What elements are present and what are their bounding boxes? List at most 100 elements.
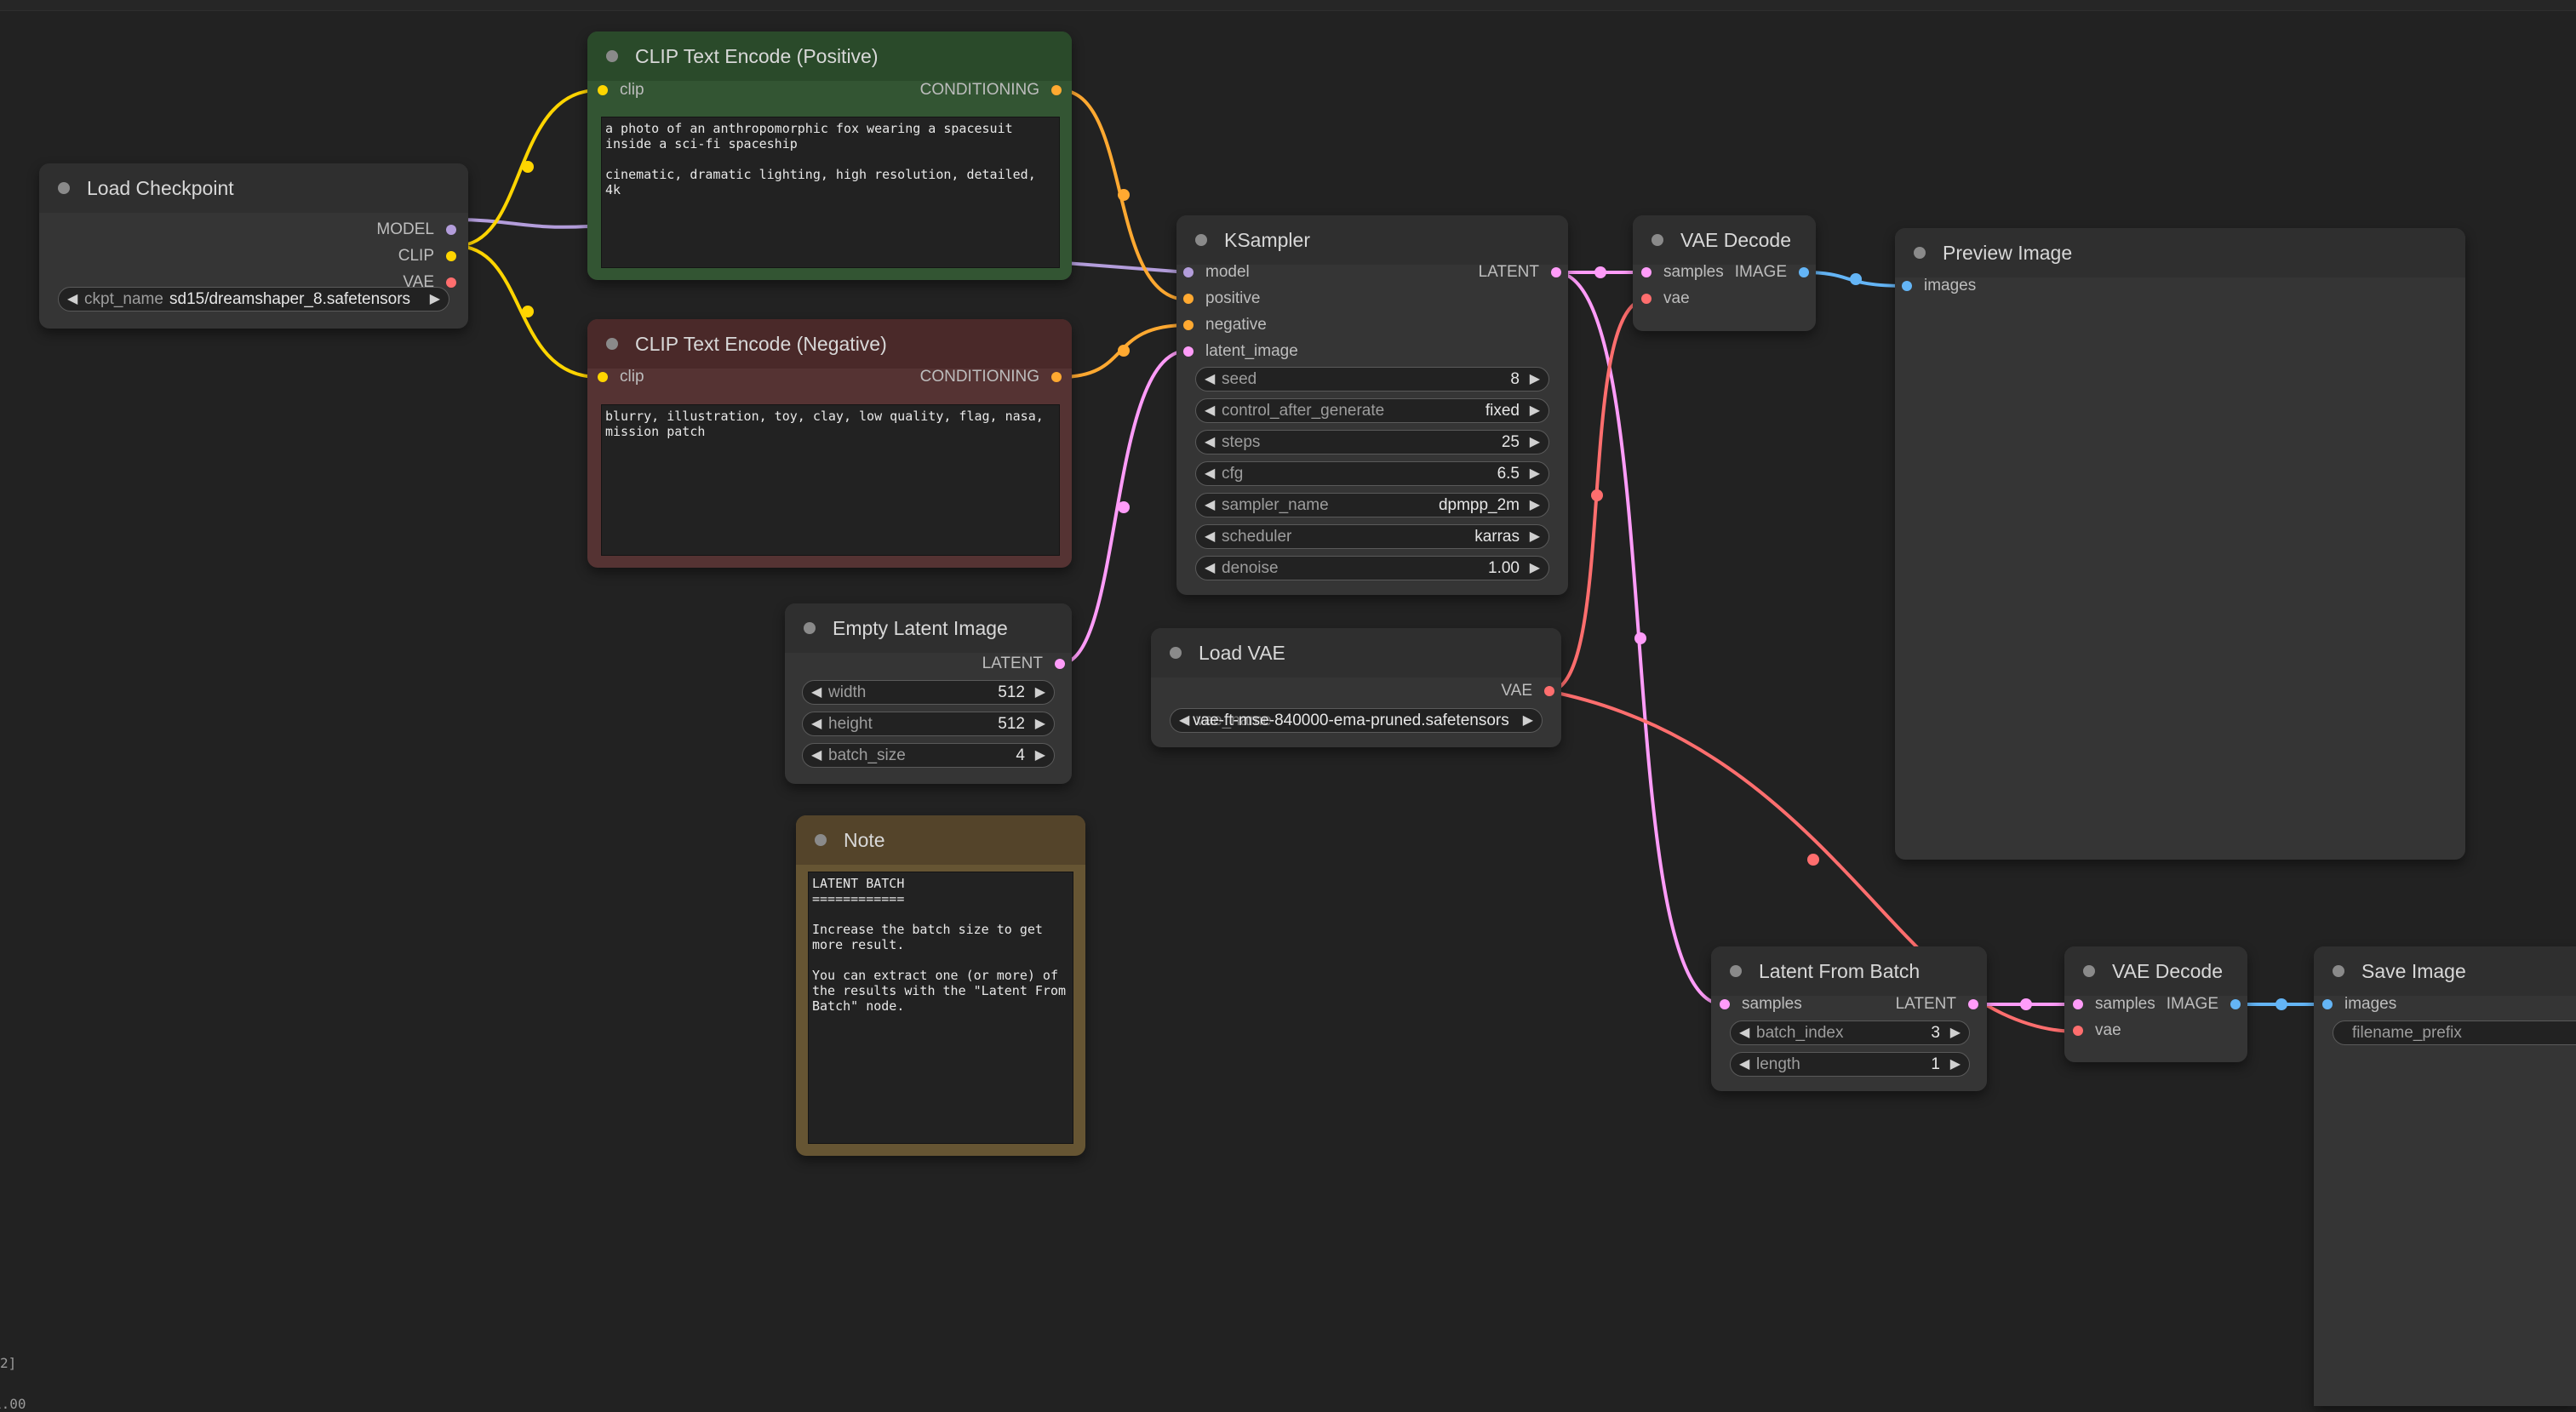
latent-pin-icon[interactable]	[2073, 999, 2083, 1009]
arrow-right-icon[interactable]: ▶	[1949, 1026, 1961, 1040]
input-clip[interactable]: clip	[598, 79, 644, 101]
vae-name-combo[interactable]: ◀ vae_name vae-ft-mse-840000-ema-pruned.…	[1170, 708, 1543, 733]
vae-pin-icon[interactable]	[1641, 294, 1652, 304]
node-title-bar[interactable]: Load Checkpoint	[39, 163, 468, 213]
collapse-dot-icon[interactable]	[2083, 965, 2095, 977]
arrow-right-icon[interactable]: ▶	[1529, 403, 1540, 418]
input-samples[interactable]: samples	[2073, 993, 2155, 1015]
node-vae-decode-2[interactable]: VAE Decode samples vae IMAGE	[2064, 946, 2247, 1062]
node-title-bar[interactable]: Note	[796, 815, 1085, 865]
input-latent-image[interactable]: latent_image	[1183, 340, 1298, 363]
arrow-right-icon[interactable]: ▶	[1529, 372, 1540, 386]
input-vae[interactable]: vae	[1641, 288, 1690, 310]
image-pin-icon[interactable]	[2230, 999, 2241, 1009]
arrow-left-icon[interactable]: ◀	[1179, 713, 1190, 728]
input-negative[interactable]: negative	[1183, 314, 1267, 336]
output-latent[interactable]: LATENT	[1896, 993, 1978, 1015]
node-clip-text-encode-negative[interactable]: CLIP Text Encode (Negative) clip CONDITI…	[587, 319, 1072, 568]
node-vae-decode-1[interactable]: VAE Decode samples vae IMAGE	[1633, 215, 1816, 331]
output-image[interactable]: IMAGE	[1735, 261, 1809, 283]
input-samples[interactable]: samples	[1641, 261, 1724, 283]
output-model[interactable]: MODEL	[376, 219, 456, 241]
image-pin-icon[interactable]	[1902, 281, 1912, 291]
node-title-bar[interactable]: Preview Image	[1895, 228, 2465, 277]
arrow-left-icon[interactable]: ◀	[1205, 466, 1216, 481]
arrow-left-icon[interactable]: ◀	[1205, 435, 1216, 449]
input-images[interactable]: images	[1902, 275, 1976, 297]
negative-prompt-text-area[interactable]: blurry, illustration, toy, clay, low qua…	[601, 404, 1060, 556]
model-pin-icon[interactable]	[446, 225, 456, 235]
collapse-dot-icon[interactable]	[606, 338, 618, 350]
arrow-right-icon[interactable]: ▶	[1529, 466, 1540, 481]
node-title-bar[interactable]: Latent From Batch	[1711, 946, 1987, 996]
output-clip[interactable]: CLIP	[398, 245, 456, 267]
output-vae[interactable]: VAE	[1501, 680, 1554, 702]
arrow-right-icon[interactable]: ▶	[1034, 748, 1045, 763]
node-clip-text-encode-positive[interactable]: CLIP Text Encode (Positive) clip CONDITI…	[587, 31, 1072, 280]
image-pin-icon[interactable]	[1799, 267, 1809, 277]
node-title-bar[interactable]: KSampler	[1176, 215, 1568, 265]
input-vae[interactable]: vae	[2073, 1020, 2121, 1042]
vae-pin-icon[interactable]	[2073, 1026, 2083, 1036]
latent-pin-icon[interactable]	[1551, 267, 1561, 277]
prompt-text-area[interactable]: a photo of an anthropomorphic fox wearin…	[601, 117, 1060, 268]
node-title-bar[interactable]: Save Image	[2314, 946, 2576, 996]
node-preview-image[interactable]: Preview Image images	[1895, 228, 2465, 860]
vae-pin-icon[interactable]	[446, 277, 456, 288]
conditioning-pin-icon[interactable]	[1183, 294, 1194, 304]
arrow-right-icon[interactable]: ▶	[1529, 529, 1540, 544]
filename-prefix-widget[interactable]: filename_prefix	[2333, 1020, 2576, 1045]
node-load-vae[interactable]: Load VAE VAE ◀ vae_name vae-ft-mse-84000…	[1151, 628, 1561, 747]
node-save-image[interactable]: Save Image images filename_prefix	[2314, 946, 2576, 1406]
model-pin-icon[interactable]	[1183, 267, 1194, 277]
arrow-left-icon[interactable]: ◀	[811, 717, 822, 731]
collapse-dot-icon[interactable]	[804, 622, 816, 634]
arrow-right-icon[interactable]: ▶	[1034, 717, 1045, 731]
arrow-left-icon[interactable]: ◀	[1205, 561, 1216, 575]
output-latent[interactable]: LATENT	[982, 653, 1065, 675]
node-title-bar[interactable]: VAE Decode	[1633, 215, 1816, 265]
latent-pin-icon[interactable]	[1055, 659, 1065, 669]
node-latent-from-batch[interactable]: Latent From Batch samples LATENT ◀batch_…	[1711, 946, 1987, 1091]
clip-pin-icon[interactable]	[598, 85, 608, 95]
collapse-dot-icon[interactable]	[1914, 247, 1926, 259]
output-latent[interactable]: LATENT	[1479, 261, 1561, 283]
input-model[interactable]: model	[1183, 261, 1250, 283]
output-conditioning[interactable]: CONDITIONING	[920, 79, 1062, 101]
collapse-dot-icon[interactable]	[1195, 234, 1207, 246]
arrow-left-icon[interactable]: ◀	[1205, 372, 1216, 386]
arrow-right-icon[interactable]: ▶	[429, 292, 440, 306]
node-ksampler[interactable]: KSampler model positive negative latent_…	[1176, 215, 1568, 595]
node-title-bar[interactable]: Load VAE	[1151, 628, 1561, 677]
output-vae[interactable]: VAE	[403, 272, 456, 294]
node-load-checkpoint[interactable]: Load Checkpoint MODEL CLIP VAE ◀ ckpt_na…	[39, 163, 468, 329]
arrow-right-icon[interactable]: ▶	[1949, 1057, 1961, 1072]
note-text-area[interactable]: LATENT BATCH ============ Increase the b…	[808, 872, 1073, 1144]
vae-pin-icon[interactable]	[1544, 686, 1554, 696]
input-images[interactable]: images	[2322, 993, 2396, 1015]
conditioning-pin-icon[interactable]	[1051, 85, 1062, 95]
arrow-left-icon[interactable]: ◀	[1205, 498, 1216, 512]
collapse-dot-icon[interactable]	[1730, 965, 1742, 977]
clip-pin-icon[interactable]	[598, 372, 608, 382]
arrow-right-icon[interactable]: ▶	[1529, 435, 1540, 449]
collapse-dot-icon[interactable]	[1652, 234, 1663, 246]
conditioning-pin-icon[interactable]	[1183, 320, 1194, 330]
collapse-dot-icon[interactable]	[815, 834, 827, 846]
node-title-bar[interactable]: Empty Latent Image	[785, 603, 1072, 653]
input-clip[interactable]: clip	[598, 366, 644, 388]
latent-pin-icon[interactable]	[1720, 999, 1730, 1009]
clip-pin-icon[interactable]	[446, 251, 456, 261]
arrow-left-icon[interactable]: ◀	[811, 685, 822, 700]
arrow-left-icon[interactable]: ◀	[1739, 1026, 1750, 1040]
